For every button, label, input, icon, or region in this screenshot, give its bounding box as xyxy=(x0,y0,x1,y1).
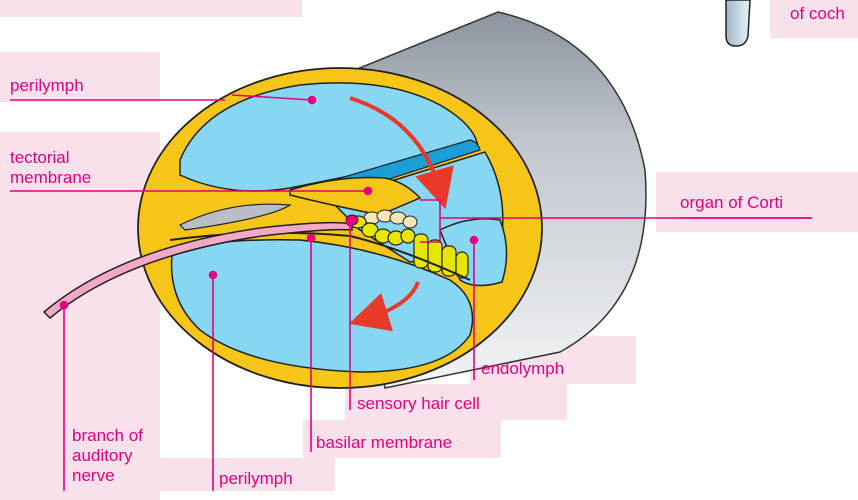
label-perilymph-top: perilymph xyxy=(10,76,84,96)
label-perilymph-bottom: perilymph xyxy=(219,469,293,489)
label-corner-cropped: of coch xyxy=(790,4,845,24)
label-endolymph: endolymph xyxy=(481,359,564,379)
label-basilar-membrane: basilar membrane xyxy=(316,433,452,453)
label-tectorial-membrane: tectorial membrane xyxy=(10,148,91,188)
label-sensory-hair-cell: sensory hair cell xyxy=(357,394,480,414)
label-auditory-nerve: branch of auditory nerve xyxy=(72,426,143,486)
label-organ-of-corti: organ of Corti xyxy=(680,193,783,213)
cochlea-stem-tube xyxy=(726,0,750,46)
